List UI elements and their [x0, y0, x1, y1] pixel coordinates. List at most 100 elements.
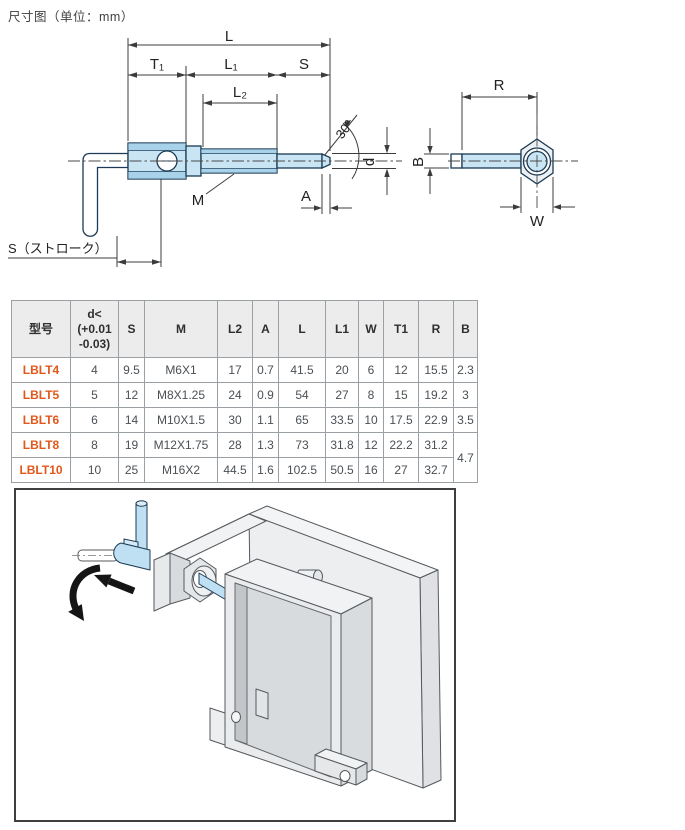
value-cell: 2.3: [453, 357, 478, 383]
value-cell: 102.5: [278, 457, 326, 483]
value-cell: 10: [358, 407, 384, 433]
value-cell: 24: [217, 382, 253, 408]
model-cell: LBLT6: [11, 407, 71, 433]
page-title: 尺寸图（单位：mm）: [8, 10, 134, 24]
value-cell: 31.2: [418, 432, 454, 458]
dimension-arrowheads: [117, 42, 561, 265]
value-cell: 28: [217, 432, 253, 458]
value-cell: M16X2: [144, 457, 218, 483]
value-cell: 16: [358, 457, 384, 483]
value-cell: 6: [358, 357, 384, 383]
value-cell: 15.5: [418, 357, 454, 383]
value-cell: 10: [70, 457, 119, 483]
value-cell: 25: [118, 457, 145, 483]
value-cell: 22.2: [383, 432, 419, 458]
label-d: d: [361, 158, 378, 166]
value-cell: 31.8: [325, 432, 359, 458]
value-cell: M8X1.25: [144, 382, 218, 408]
value-cell: 17: [217, 357, 253, 383]
value-cell: 8: [358, 382, 384, 408]
direction-arrow-icon: [94, 574, 136, 595]
value-cell: 12: [358, 432, 384, 458]
value-cell: 1.3: [252, 432, 279, 458]
label-W: W: [530, 213, 545, 230]
value-cell: 4.7: [453, 432, 478, 483]
value-cell: 30: [217, 407, 253, 433]
column-header: W: [358, 300, 384, 358]
value-cell: 73: [278, 432, 326, 458]
value-cell: 4: [70, 357, 119, 383]
label-stroke: S（ストローク）: [8, 241, 108, 256]
label-L: L: [225, 28, 233, 45]
value-cell: 19.2: [418, 382, 454, 408]
value-cell: 32.7: [418, 457, 454, 483]
centerlines: [68, 114, 578, 208]
model-cell: LBLT10: [11, 457, 71, 483]
label-M: M: [192, 192, 205, 209]
value-cell: 19: [118, 432, 145, 458]
lever-rod: [82, 152, 129, 237]
value-cell: 27: [383, 457, 419, 483]
value-cell: 33.5: [325, 407, 359, 433]
side-view-part: [82, 142, 331, 237]
value-cell: 12: [383, 357, 419, 383]
value-cell: 54: [278, 382, 326, 408]
dimension-drawing: L T₁ L₁ S L₂ M A 30° d S（ストローク） R B W: [8, 28, 578, 267]
value-cell: 65: [278, 407, 326, 433]
value-cell: 8: [70, 432, 119, 458]
value-cell: 50.5: [325, 457, 359, 483]
label-L1: L₁: [224, 56, 237, 73]
frame-tab: [209, 707, 226, 746]
value-cell: 44.5: [217, 457, 253, 483]
value-cell: M12X1.75: [144, 432, 218, 458]
column-header: T1: [383, 300, 419, 358]
value-cell: 17.5: [383, 407, 419, 433]
column-header: M: [144, 300, 218, 358]
end-view-part: [450, 138, 554, 185]
value-cell: 14: [118, 407, 145, 433]
latch-body: [113, 500, 151, 571]
value-cell: 22.9: [418, 407, 454, 433]
column-header: L: [278, 300, 326, 358]
column-header: L2: [217, 300, 253, 358]
value-cell: 9.5: [118, 357, 145, 383]
label-T1: T₁: [150, 56, 164, 73]
column-header: d<(+0.01-0.03): [70, 300, 119, 358]
column-header: R: [418, 300, 454, 358]
usage-illustration: [68, 500, 442, 789]
value-cell: 0.7: [252, 357, 279, 383]
value-cell: 0.9: [252, 382, 279, 408]
label-B: B: [410, 157, 427, 167]
frame-box: [209, 558, 373, 787]
label-S: S: [299, 56, 309, 73]
model-cell: LBLT8: [11, 432, 71, 458]
label-R: R: [494, 77, 505, 94]
value-cell: 12: [118, 382, 145, 408]
column-header: 型号: [11, 300, 71, 358]
value-cell: 27: [325, 382, 359, 408]
value-cell: 3.5: [453, 407, 478, 433]
column-header: L1: [325, 300, 359, 358]
value-cell: 5: [70, 382, 119, 408]
label-A: A: [301, 188, 311, 205]
value-cell: 20: [325, 357, 359, 383]
column-header: A: [252, 300, 279, 358]
model-cell: LBLT5: [11, 382, 71, 408]
rotation-arrow-icon: [68, 564, 101, 621]
frame-bottom-block: [314, 748, 368, 786]
value-cell: 3: [453, 382, 478, 408]
value-cell: 1.6: [252, 457, 279, 483]
label-L2: L₂: [233, 84, 247, 101]
value-cell: M6X1: [144, 357, 218, 383]
value-cell: 41.5: [278, 357, 326, 383]
model-cell: LBLT4: [11, 357, 71, 383]
value-cell: 15: [383, 382, 419, 408]
value-cell: 1.1: [252, 407, 279, 433]
